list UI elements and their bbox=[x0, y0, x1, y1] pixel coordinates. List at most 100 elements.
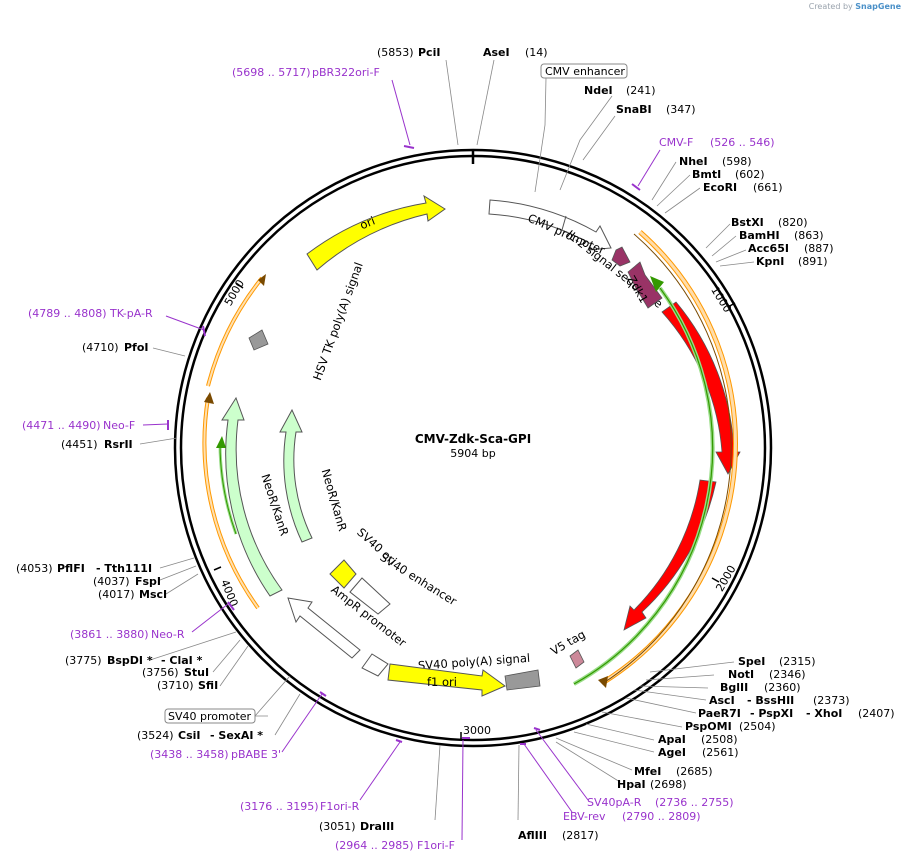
feature-neor-outer[interactable] bbox=[221, 396, 283, 597]
primer-f1f[interactable]: F1ori-F bbox=[417, 839, 455, 852]
site-paer7i[interactable]: PaeR7I bbox=[698, 707, 741, 720]
site-fspi-pos: (4037) bbox=[93, 575, 130, 588]
arc-orange-left-2-head bbox=[258, 274, 266, 286]
site-pfoi[interactable]: PfoI bbox=[124, 341, 149, 354]
feature-sv40-enhancer[interactable] bbox=[349, 577, 391, 615]
feature-sv40-ori[interactable] bbox=[329, 559, 357, 589]
feature-ampr-promoter[interactable] bbox=[287, 597, 361, 659]
snapgene-brand: SnapGene bbox=[855, 2, 901, 11]
site-ndei-pos: (241) bbox=[626, 84, 656, 97]
tick-label-3000: 3000 bbox=[463, 724, 491, 737]
primer-pbabe[interactable]: pBABE 3' bbox=[231, 748, 281, 761]
site-stui[interactable]: StuI bbox=[184, 666, 209, 679]
site-pcii[interactable]: PciI bbox=[418, 46, 440, 59]
site-sfii[interactable]: SfiI bbox=[198, 679, 218, 692]
site-bamhi[interactable]: BamHI bbox=[739, 229, 780, 242]
site-kpni[interactable]: KpnI bbox=[756, 255, 784, 268]
site-rsrii[interactable]: RsrII bbox=[104, 438, 133, 451]
primer-neor[interactable]: Neo-R bbox=[151, 628, 185, 641]
plasmid-length: 5904 bp bbox=[450, 447, 495, 460]
site-ndei[interactable]: NdeI bbox=[584, 84, 613, 97]
site-csii[interactable]: CsiI bbox=[178, 729, 200, 742]
site-pspxi[interactable]: - PspXI bbox=[750, 707, 793, 720]
primer-cmvf[interactable]: CMV-F bbox=[659, 136, 693, 149]
site-tth111i[interactable]: - Tth111I bbox=[96, 562, 152, 575]
site-agei[interactable]: AgeI bbox=[658, 746, 686, 759]
site-nhei-pos: (598) bbox=[722, 155, 752, 168]
site-msci-pos: (4017) bbox=[98, 588, 135, 601]
site-spei[interactable]: SpeI bbox=[738, 655, 765, 668]
site-msci[interactable]: MscI bbox=[139, 588, 167, 601]
arc-green-left-edge bbox=[219, 443, 237, 535]
primer-f1r[interactable]: F1ori-R bbox=[320, 800, 360, 813]
primer-sv40pa[interactable]: SV40pA-R bbox=[587, 796, 642, 809]
label-neor-inner: NeoR/KanR bbox=[319, 467, 350, 533]
site-bspdi[interactable]: BspDI * bbox=[107, 654, 153, 667]
feature-zdk1[interactable] bbox=[627, 261, 663, 309]
feature-cmv-promoter[interactable] bbox=[488, 199, 612, 251]
site-bstxi-pos: (820) bbox=[778, 216, 808, 229]
site-pflfi[interactable]: PflFI bbox=[57, 562, 85, 575]
feature-hsv-tk-polya[interactable] bbox=[248, 329, 269, 351]
feature-mscarlet-2[interactable] bbox=[623, 479, 717, 631]
tick-1000 bbox=[727, 302, 736, 308]
site-bspdi-pos: (3775) bbox=[65, 654, 102, 667]
primer-pbr[interactable]: pBR322ori-F bbox=[312, 66, 380, 79]
site-csii-pos: (3524) bbox=[137, 729, 174, 742]
site-noti[interactable]: NotI bbox=[728, 668, 754, 681]
site-afliii-pos: (2817) bbox=[562, 829, 599, 842]
tick-2000 bbox=[711, 577, 720, 583]
label-sv40-enhancer: SV40 enhancer bbox=[378, 550, 460, 608]
primer-ebv-pos: (2790 .. 2809) bbox=[622, 810, 701, 823]
primer-ebv[interactable]: EBV-rev bbox=[563, 810, 606, 823]
site-nhei[interactable]: NheI bbox=[679, 155, 708, 168]
site-asei[interactable]: AseI bbox=[483, 46, 510, 59]
site-xhoi[interactable]: - XhoI bbox=[806, 707, 842, 720]
label-hsv-tk: HSV TK poly(A) signal bbox=[310, 260, 366, 382]
arc-orange-left-1-head bbox=[204, 392, 214, 404]
site-asci[interactable]: AscI bbox=[709, 694, 735, 707]
primer-neof[interactable]: Neo-F bbox=[103, 419, 135, 432]
label-ori: ori bbox=[358, 214, 377, 233]
site-pcii-pos: (5853) bbox=[377, 46, 414, 59]
site-apai[interactable]: ApaI bbox=[658, 733, 686, 746]
box-sv40-promoter[interactable] bbox=[164, 708, 256, 724]
feature-neor-inner[interactable] bbox=[279, 408, 313, 543]
feature-f1-ori[interactable] bbox=[387, 663, 507, 697]
site-pspomi[interactable]: PspOMI bbox=[685, 720, 732, 733]
site-bsshii[interactable]: - BssHII bbox=[747, 694, 794, 707]
site-bmti[interactable]: BmtI bbox=[692, 168, 721, 181]
credit-prefix: Created by bbox=[808, 2, 853, 11]
feature-ampr-small[interactable] bbox=[361, 653, 389, 677]
label-sv40-promoter: SV40 promoter bbox=[168, 710, 252, 723]
site-fspi[interactable]: FspI bbox=[135, 575, 161, 588]
feature-sv40-polya[interactable] bbox=[504, 669, 541, 691]
site-snabi[interactable]: SnaBI bbox=[616, 103, 652, 116]
feature-ori[interactable] bbox=[306, 194, 446, 271]
site-draiii[interactable]: DraIII bbox=[360, 820, 394, 833]
site-pflfi-pos: (4053) bbox=[16, 562, 53, 575]
site-bstxi[interactable]: BstXI bbox=[731, 216, 764, 229]
primer-tkpa[interactable]: TK-pA-R bbox=[109, 307, 153, 320]
site-mfei[interactable]: MfeI bbox=[634, 765, 661, 778]
site-ecori[interactable]: EcoRI bbox=[703, 181, 737, 194]
site-hpai[interactable]: HpaI bbox=[617, 778, 646, 791]
site-hpai-pos: (2698) bbox=[650, 778, 687, 791]
feature-v5-tag[interactable] bbox=[569, 649, 585, 669]
primer-neor-pos: (3861 .. 3880) bbox=[70, 628, 149, 641]
site-bmti-pos: (602) bbox=[735, 168, 765, 181]
site-pspomi-pos: (2504) bbox=[739, 720, 776, 733]
site-sexai[interactable]: - SexAI * bbox=[210, 729, 263, 742]
site-noti-pos: (2346) bbox=[769, 668, 806, 681]
feature-il2[interactable] bbox=[611, 246, 631, 267]
site-clai[interactable]: - ClaI * bbox=[161, 654, 203, 667]
arc-green-right-head bbox=[650, 276, 664, 292]
site-draiii-pos: (3051) bbox=[319, 820, 356, 833]
primer-lines bbox=[142, 79, 661, 841]
site-acc65i[interactable]: Acc65I bbox=[748, 242, 789, 255]
site-afliii[interactable]: AflIII bbox=[518, 829, 547, 842]
primer-sv40pa-pos: (2736 .. 2755) bbox=[655, 796, 734, 809]
site-bglii[interactable]: BglII bbox=[720, 681, 748, 694]
box-cmv-enhancer[interactable] bbox=[540, 63, 628, 79]
